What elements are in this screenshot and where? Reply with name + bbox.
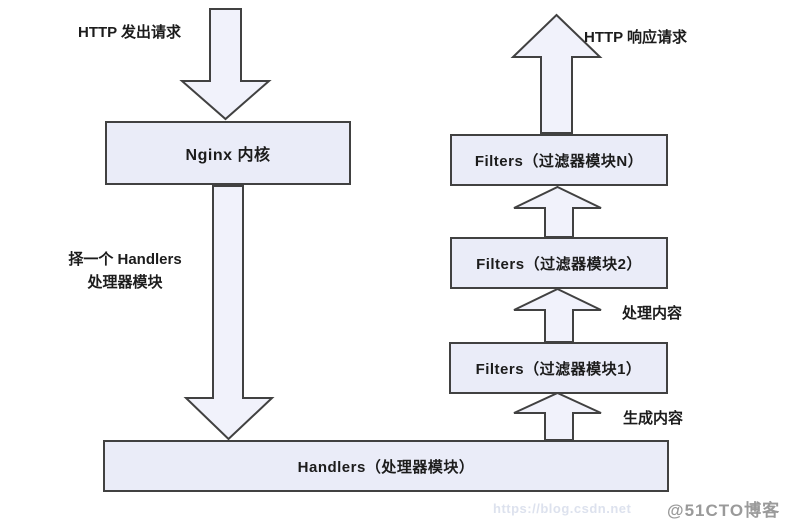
arrow-request-down-icon	[179, 8, 272, 121]
label-select-handler-line1: 择一个 Handlers	[68, 251, 182, 268]
box-filter-n-label: Filters（过滤器模块N）	[474, 152, 644, 170]
arrow-filter1-to-filter2-icon	[513, 287, 602, 343]
watermark-51cto: @51CTO博客	[667, 501, 781, 520]
label-process-content: 处理内容	[622, 305, 683, 322]
box-filter-n: Filters（过滤器模块N）	[450, 134, 668, 186]
arrow-response-up-icon	[510, 13, 603, 134]
watermark-url: https://blog.csdn.net	[493, 501, 632, 516]
label-http-response: HTTP 响应请求	[584, 29, 688, 46]
arrow-filter2-to-filterN-icon	[513, 185, 602, 238]
box-filter-1-label: Filters（过滤器模块1）	[475, 360, 642, 378]
box-handlers: Handlers（处理器模块）	[103, 440, 669, 492]
arrow-handlers-to-filter1-icon	[513, 391, 602, 441]
label-generate-content: 生成内容	[623, 410, 684, 427]
box-filter-1: Filters（过滤器模块1）	[449, 342, 668, 394]
box-filter-2: Filters（过滤器模块2）	[450, 237, 668, 289]
box-filter-2-label: Filters（过滤器模块2）	[476, 255, 642, 273]
label-http-request: HTTP 发出请求	[78, 24, 182, 41]
label-select-handler-line2: 处理器模块	[87, 274, 163, 291]
box-nginx-core-label: Nginx 内核	[185, 147, 271, 164]
arrow-nginx-to-handlers-icon	[183, 185, 275, 441]
label-select-handler: 择一个 Handlers 处理器模块	[42, 248, 208, 294]
box-handlers-label: Handlers（处理器模块）	[297, 458, 475, 476]
box-nginx-core: Nginx 内核	[105, 121, 351, 185]
